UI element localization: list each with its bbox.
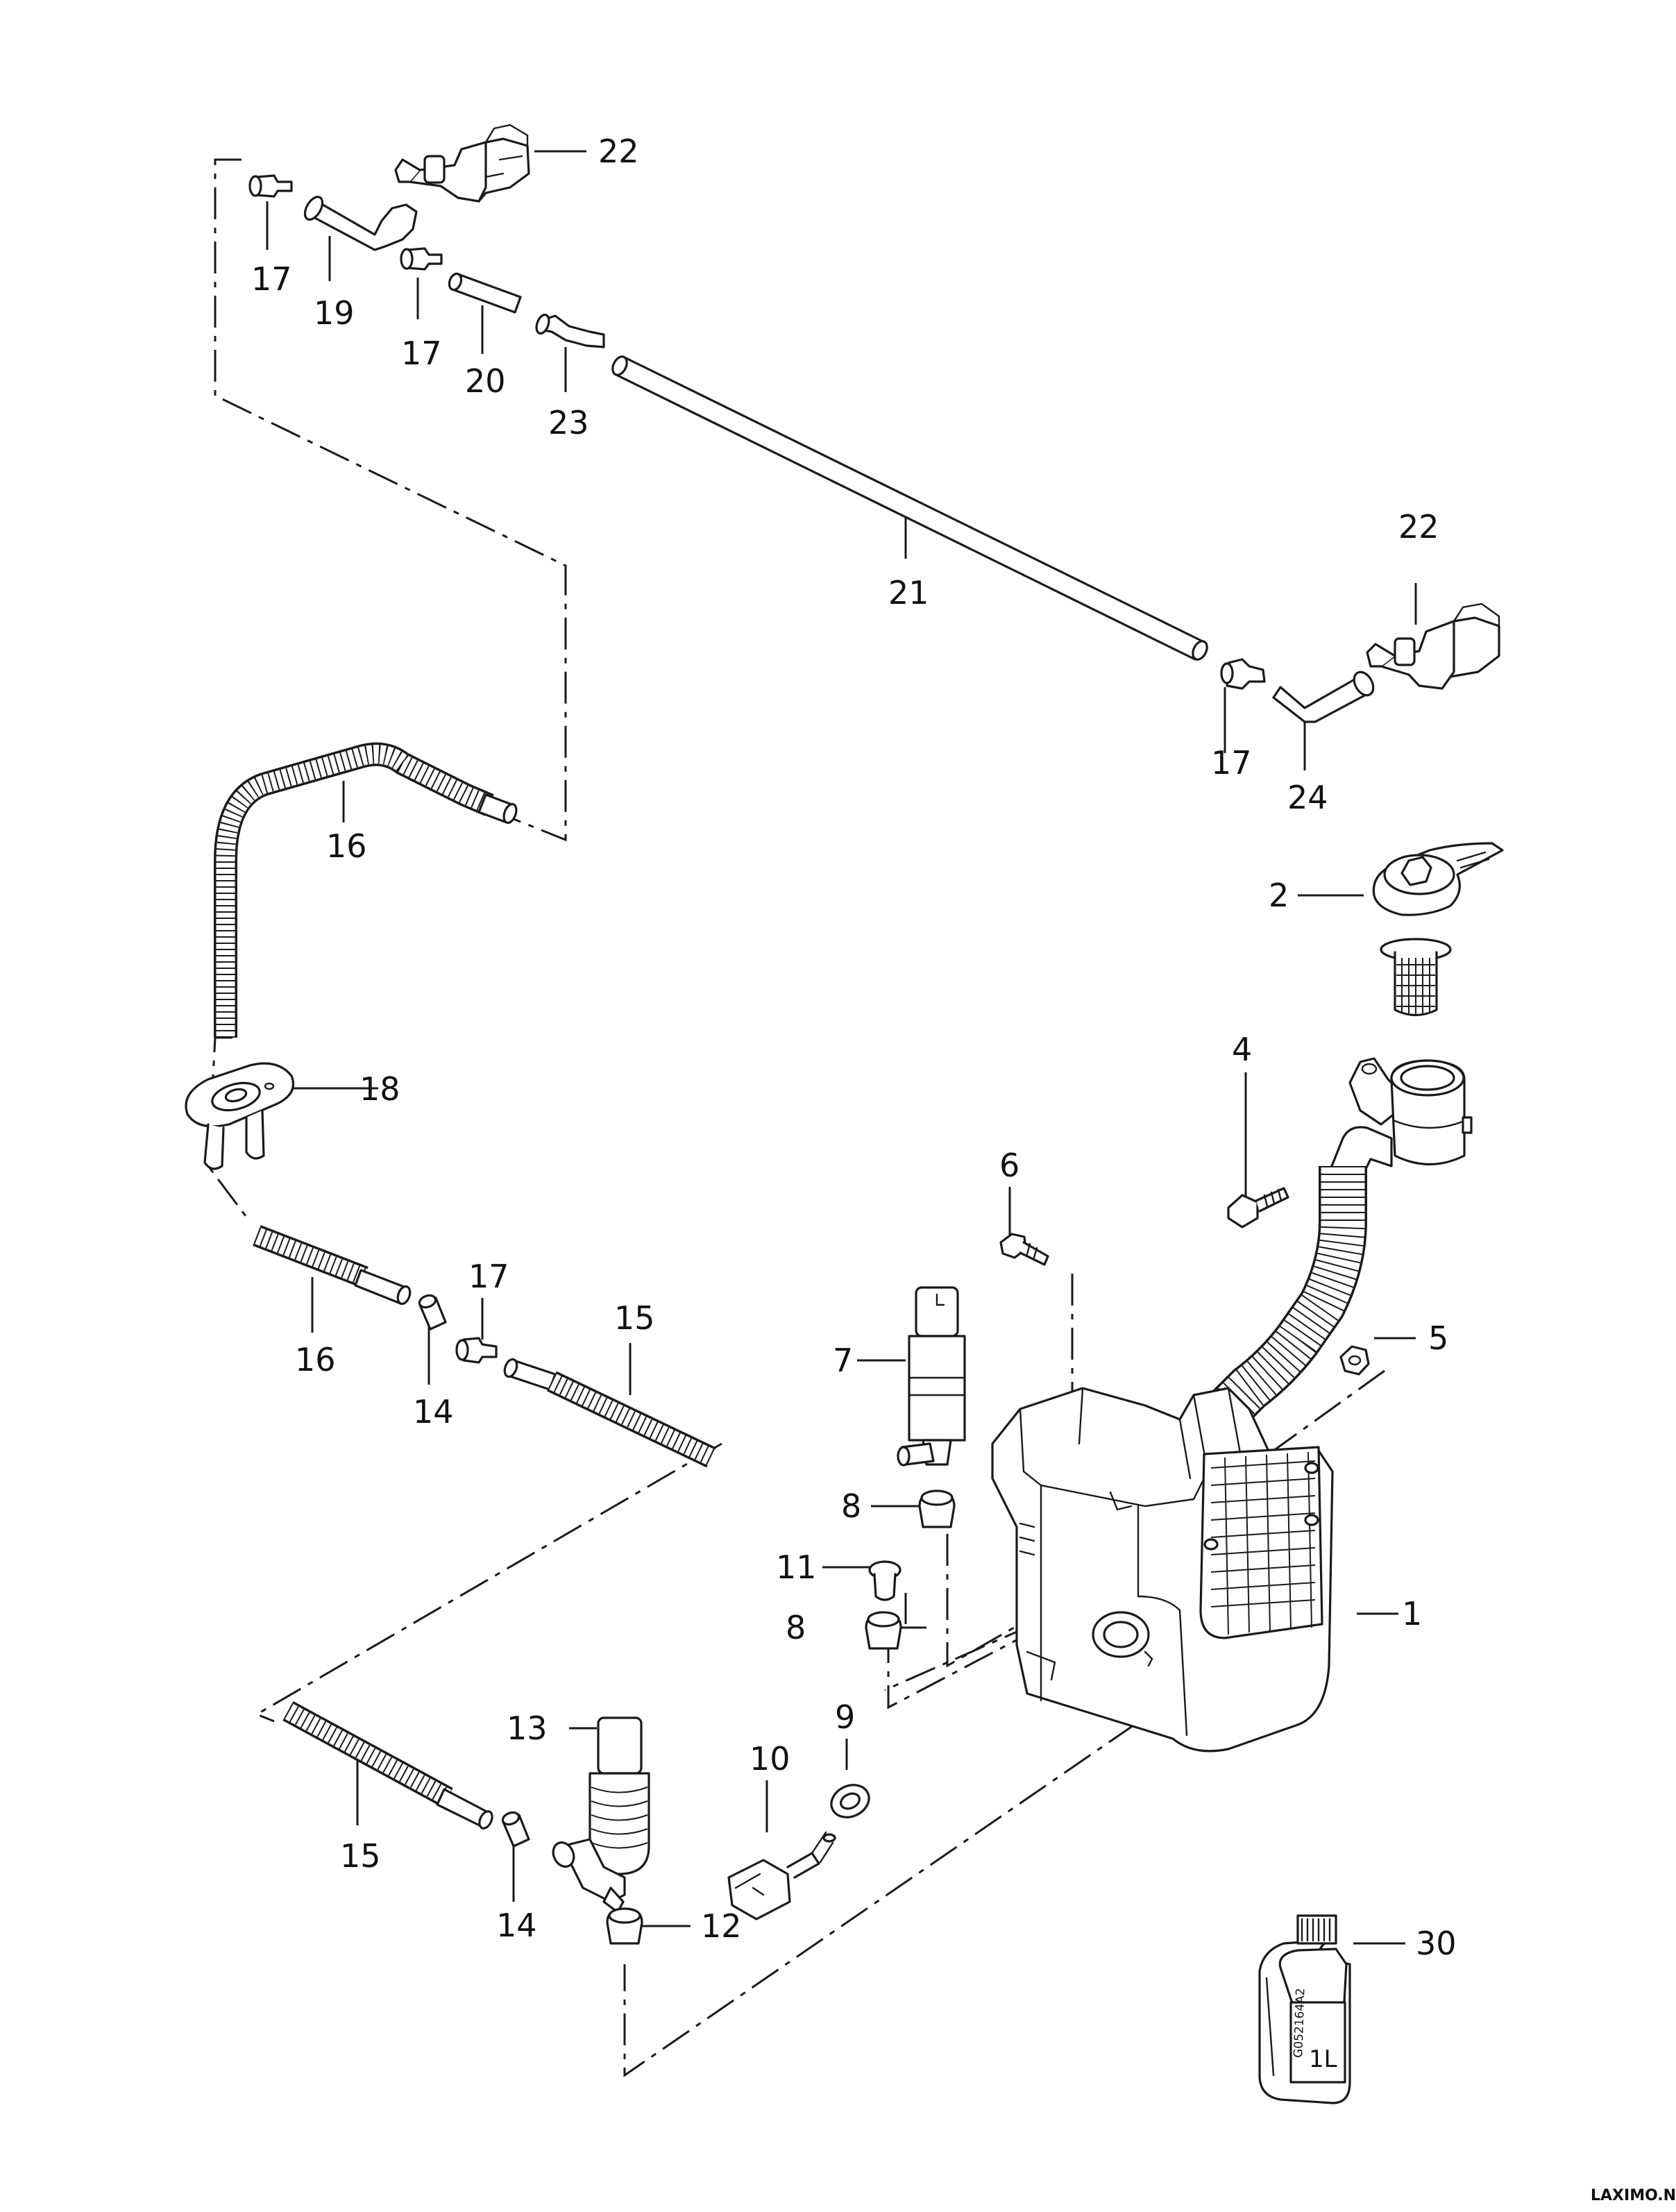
- grommet-18: [185, 1062, 295, 1170]
- nut-5: [1339, 1345, 1370, 1376]
- seal-ring-9: [830, 1784, 870, 1818]
- fluid-bottle-30: [1258, 1914, 1351, 2104]
- corrugated-filler-hose: [1211, 1166, 1367, 1426]
- watermark: LAXIMO.NET: [1591, 2187, 1676, 2204]
- washer-nozzle-right: [1366, 602, 1500, 690]
- corrugated-hose-15-upper: [503, 1358, 716, 1468]
- callout-23: 23: [548, 404, 589, 441]
- corrugated-hose-16-lower: [253, 1225, 412, 1306]
- callout-6: 6: [999, 1147, 1019, 1184]
- callout-16-b: 16: [295, 1341, 336, 1378]
- grommet-12: [606, 1907, 643, 1945]
- callout-10: 10: [750, 1740, 790, 1778]
- callout-21: 21: [888, 574, 929, 611]
- bolt-4: [1227, 1187, 1289, 1229]
- grommet-8-upper: [918, 1489, 956, 1528]
- callout-22-right: 22: [1398, 508, 1439, 546]
- callout-8-a: 8: [841, 1487, 861, 1525]
- callout-4: 4: [1232, 1031, 1252, 1068]
- bolt-6: [999, 1233, 1049, 1266]
- strainer-3: [1380, 938, 1452, 1017]
- coupling-14-upper: [418, 1294, 447, 1331]
- callout-17-d: 17: [468, 1258, 509, 1295]
- callout-19: 19: [314, 294, 355, 332]
- callout-15-a: 15: [614, 1299, 655, 1337]
- callout-15-b: 15: [340, 1837, 381, 1875]
- callout-7: 7: [833, 1342, 853, 1379]
- filler-neck: [1328, 1057, 1473, 1181]
- plug-11: [868, 1560, 902, 1601]
- callout-labels: 22 17 19 17 20 23 21 22 17 24 16 2 4 18 …: [251, 133, 1457, 1962]
- washer-reservoir-1: [991, 1387, 1334, 1753]
- corrugated-hose-16-upper: [214, 742, 518, 1038]
- callout-2: 2: [1269, 877, 1289, 914]
- straight-hose-20: [448, 272, 522, 314]
- long-hose-21: [611, 355, 1208, 661]
- connector-17-second: [400, 247, 443, 271]
- coupling-14-lower: [501, 1811, 530, 1848]
- connector-23: [535, 313, 605, 348]
- callout-13: 13: [507, 1709, 548, 1747]
- callout-1: 1: [1402, 1595, 1422, 1632]
- callout-17-b: 17: [401, 335, 442, 372]
- callout-16-a: 16: [326, 827, 367, 865]
- callout-22-top: 22: [598, 133, 639, 170]
- elbow-hose-19: [303, 196, 418, 251]
- callout-12: 12: [701, 1907, 742, 1945]
- connector-17-mid: [455, 1337, 498, 1364]
- bottle-code: G052164A2: [1292, 1988, 1307, 2058]
- callout-14-a: 14: [413, 1393, 454, 1430]
- callout-8-b: 8: [786, 1609, 806, 1646]
- callout-24: 24: [1287, 779, 1328, 816]
- connector-17-right: [1220, 658, 1266, 690]
- callout-17-a: 17: [251, 260, 292, 298]
- washer-pump-7: [897, 1286, 966, 1467]
- corrugated-hose-15-lower: [282, 1700, 493, 1830]
- level-sensor-10: [727, 1831, 836, 1920]
- filler-cap-2: [1372, 842, 1504, 916]
- callout-5: 5: [1428, 1319, 1448, 1357]
- callout-30: 30: [1416, 1925, 1457, 1962]
- callout-14-b: 14: [496, 1907, 537, 1944]
- washer-pump-13: [552, 1716, 650, 1914]
- callout-11: 11: [776, 1548, 817, 1586]
- callout-9: 9: [835, 1698, 855, 1736]
- connector-17-top: [248, 174, 293, 198]
- callout-17-c: 17: [1211, 744, 1252, 782]
- washer-nozzle-top: [394, 124, 530, 203]
- bottle-volume: 1L: [1309, 2045, 1337, 2073]
- callout-18: 18: [359, 1070, 400, 1108]
- elbow-hose-24: [1272, 670, 1375, 723]
- callout-20: 20: [465, 362, 506, 400]
- grommet-8-lower: [865, 1611, 902, 1650]
